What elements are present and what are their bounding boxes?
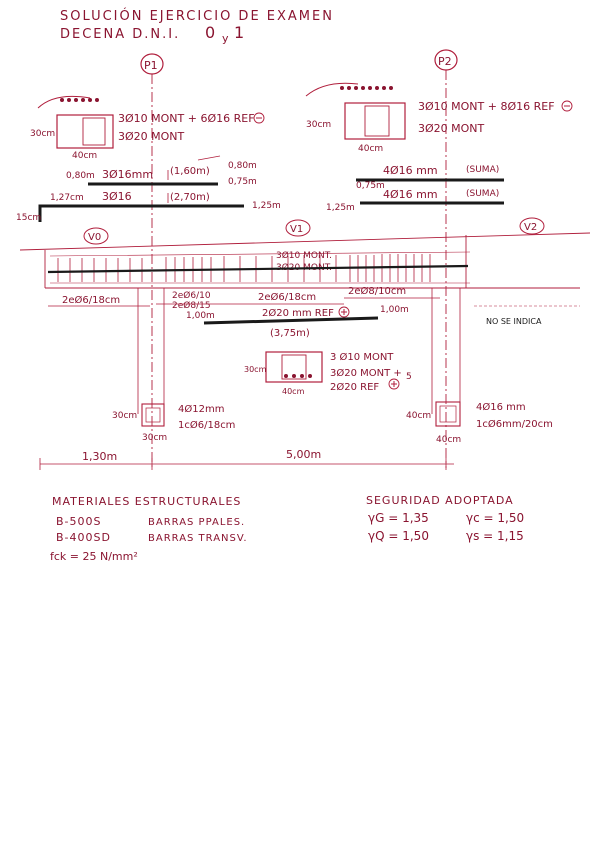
top-right-bar1-label: 4Ø16 mm bbox=[383, 164, 438, 177]
span-main: 5,00m bbox=[286, 448, 321, 461]
section-mid-width: 40cm bbox=[282, 387, 305, 396]
bottom-ref-length: (3,75m) bbox=[270, 328, 310, 339]
column-p2-bars: 4Ø16 mm bbox=[476, 401, 526, 413]
top-left-off1: 0,80m bbox=[228, 161, 257, 171]
beam-v0-marker bbox=[83, 227, 109, 245]
title-digit1: 0 bbox=[205, 23, 215, 42]
column-p2-section bbox=[435, 401, 461, 427]
beam-v1-mont1: 3Ø10 MONT. bbox=[276, 250, 332, 261]
title-y: y bbox=[222, 32, 229, 45]
column-p2-ties: 1cØ6mm/20cm bbox=[476, 418, 553, 430]
beam-v1-label: V1 bbox=[290, 224, 303, 235]
section-mid-dots bbox=[284, 374, 312, 378]
column-p1-section bbox=[141, 403, 165, 427]
section-p1-width: 40cm bbox=[72, 151, 97, 161]
section-p1-stirrup bbox=[82, 117, 106, 146]
safety-heading: SEGURIDAD ADOPTADA bbox=[366, 494, 514, 507]
section-mid-top: 3 Ø10 MONT bbox=[330, 351, 394, 363]
section-p1-bottom-bars: 3Ø20 MONT bbox=[118, 130, 185, 143]
stirrup-a-label: 2eØ6/10 bbox=[172, 290, 211, 301]
materials-heading: MATERIALES ESTRUCTURALES bbox=[52, 495, 241, 508]
section-p2-width: 40cm bbox=[358, 144, 383, 154]
title-digit2: 1 bbox=[234, 23, 244, 42]
column-p1-width: 30cm bbox=[112, 411, 137, 421]
leader-left bbox=[197, 155, 221, 161]
section-mid-num: 5 bbox=[406, 372, 412, 382]
title-line2: DECENA D.N.I. bbox=[60, 27, 180, 42]
column-p1-ties: 1cØ6/18cm bbox=[178, 419, 235, 431]
pillar-p2-label: P2 bbox=[438, 55, 452, 68]
section-p1-outline bbox=[56, 114, 114, 149]
bottom-ref-bar bbox=[203, 316, 379, 325]
materials-use1: BARRAS PPALES. bbox=[148, 517, 245, 528]
section-p1-height: 30cm bbox=[30, 129, 55, 139]
top-left-bar1-label: 3Ø16mm bbox=[102, 168, 153, 181]
column-p1-bars: 4Ø12mm bbox=[178, 403, 224, 415]
span-left: 1,30m bbox=[82, 450, 117, 463]
beam-v1-marker bbox=[285, 219, 311, 237]
section-p1-minus-icon bbox=[253, 112, 265, 124]
stirrup-dist2: 1,00m bbox=[380, 305, 409, 315]
stirrup-dist1: 1,00m bbox=[186, 311, 215, 321]
beam-v1-main-bar bbox=[47, 264, 469, 274]
section-p2-height: 30cm bbox=[306, 120, 331, 130]
section-mid-mid: 3Ø20 MONT + bbox=[330, 367, 402, 379]
top-right-tag1: (SUMA) bbox=[466, 165, 499, 175]
section-p2-outline bbox=[344, 102, 406, 140]
top-bar-left-2 bbox=[38, 204, 244, 222]
safety-gamma-g: γG = 1,35 bbox=[368, 511, 429, 525]
section-p1-dots bbox=[60, 98, 99, 102]
stirrup-ticks bbox=[57, 254, 431, 282]
beam-top-line bbox=[19, 232, 591, 251]
section-mid-outline bbox=[265, 351, 323, 383]
safety-gamma-q: γQ = 1,50 bbox=[368, 529, 429, 543]
safety-gamma-s: γs = 1,15 bbox=[466, 529, 524, 543]
top-left-left2: 1,27cm bbox=[50, 193, 84, 203]
section-p2-stirrup bbox=[364, 105, 390, 137]
top-left-left1: 0,80m bbox=[66, 171, 95, 181]
stirrup-b-label: 2eØ8/15 bbox=[172, 300, 211, 311]
top-right-bar2-label: 4Ø16 mm bbox=[383, 188, 438, 201]
top-right-off2: 1,25m bbox=[326, 203, 355, 213]
column-p1-height: 30cm bbox=[142, 433, 167, 443]
top-left-bar2-label: 3Ø16 bbox=[102, 190, 132, 203]
stirrup-d-label: 2eØ8/10cm bbox=[348, 285, 406, 297]
stirrup-c-label: 2eØ6/18cm bbox=[258, 291, 316, 303]
section-mid-height: 30cm bbox=[244, 365, 267, 374]
beam-v2-label: V2 bbox=[524, 222, 537, 233]
top-right-off1: 0,75m bbox=[356, 181, 385, 191]
materials-fck: fck = 25 N/mm² bbox=[50, 550, 138, 563]
section-p2-arrow bbox=[305, 82, 359, 97]
stirrup-left-label: 2eØ6/18cm bbox=[62, 294, 120, 306]
materials-steel1: B-500S bbox=[56, 515, 102, 528]
materials-use2: BARRAS TRANSV. bbox=[148, 533, 248, 544]
beam-v2-marker bbox=[519, 217, 545, 235]
section-p2-minus-icon bbox=[561, 100, 573, 112]
bottom-ref-plus-icon bbox=[338, 306, 350, 318]
top-left-left3: 15cm bbox=[16, 213, 41, 223]
top-left-len1: (1,60m) bbox=[170, 166, 210, 177]
bottom-ref-label: 2Ø20 mm REF bbox=[262, 307, 334, 319]
top-left-off3: 1,25m bbox=[252, 201, 281, 211]
column-p2-width: 40cm bbox=[406, 411, 431, 421]
beam-v0-label: V0 bbox=[88, 232, 101, 243]
section-p1-top-bars: 3Ø10 MONT + 6Ø16 REF bbox=[118, 112, 255, 125]
section-p2-dots bbox=[340, 86, 393, 90]
top-left-off2: 0,75m bbox=[228, 177, 257, 187]
safety-gamma-c: γc = 1,50 bbox=[466, 511, 524, 525]
section-mid-plus-icon bbox=[388, 378, 400, 390]
top-right-tag2: (SUMA) bbox=[466, 189, 499, 199]
materials-steel2: B-400SD bbox=[56, 531, 111, 544]
no-indica-label: NO SE INDICA bbox=[486, 317, 542, 326]
pillar-p1-label: P1 bbox=[144, 59, 158, 72]
section-p2-top-bars: 3Ø10 MONT + 8Ø16 REF bbox=[418, 100, 555, 113]
section-p2-bottom-bars: 3Ø20 MONT bbox=[418, 122, 485, 135]
section-mid-ref: 2Ø20 REF bbox=[330, 381, 379, 393]
section-p1-arrow bbox=[37, 95, 91, 109]
title-line1: SOLUCIÓN EJERCICIO DE EXAMEN bbox=[60, 8, 334, 24]
column-p2-height: 40cm bbox=[436, 435, 461, 445]
top-left-len2: (2,70m) bbox=[170, 192, 210, 203]
